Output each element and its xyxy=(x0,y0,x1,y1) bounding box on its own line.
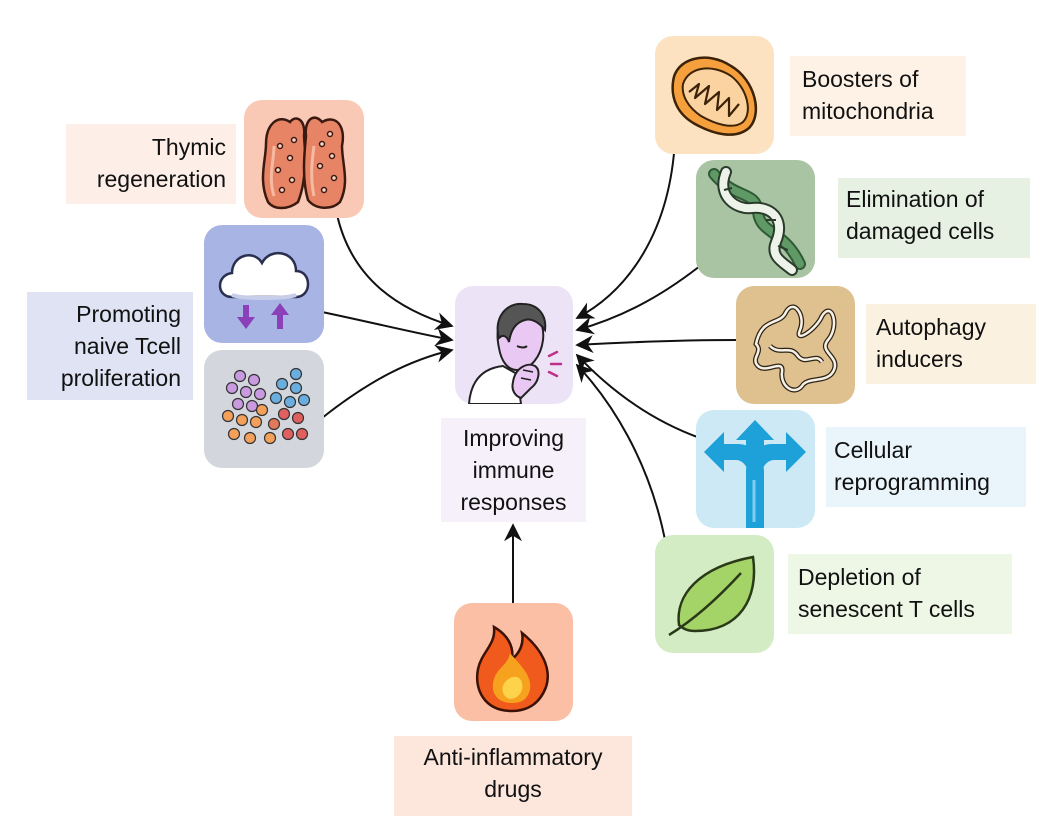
label-naive-tcell-proliferation: Promoting naive Tcell proliferation xyxy=(27,292,193,400)
tile-naive-cloud xyxy=(204,225,324,343)
label-line: Elimination of xyxy=(846,186,985,212)
label-line: reprogramming xyxy=(834,469,990,495)
arrow-naive-bottom xyxy=(321,345,454,419)
label-line: naive Tcell xyxy=(74,333,181,359)
mitochondria-icon xyxy=(671,56,758,136)
label-depletion-of-senescent-t-cells: Depletion of senescent T cells xyxy=(788,554,1012,634)
cloud-icon xyxy=(218,251,310,329)
label-line: Promoting xyxy=(76,301,181,327)
tile-anti-inflammatory xyxy=(454,603,573,721)
tile-reprogramming xyxy=(696,410,815,528)
arrow-elim xyxy=(575,261,706,335)
label-line: senescent T cells xyxy=(798,596,975,622)
thymus-icon xyxy=(261,116,347,210)
label-line: responses xyxy=(460,489,567,515)
label-line: Thymic xyxy=(151,134,226,160)
label-line: Improving xyxy=(463,425,564,451)
tile-mitochondria xyxy=(655,36,774,154)
label-elimination-of-damaged-cells: Elimination of damaged cells xyxy=(838,178,1030,258)
label-line: drugs xyxy=(484,776,542,802)
label-line: Depletion of xyxy=(798,564,921,590)
diverging-arrows-icon xyxy=(704,420,806,528)
label-line: Autophagy xyxy=(876,314,986,340)
label-autophagy-inducers: Autophagy inducers xyxy=(866,304,1036,384)
tile-dna xyxy=(696,160,815,278)
arrow-naive-top xyxy=(321,311,454,346)
label-line: inducers xyxy=(876,346,963,372)
arrow-reprog xyxy=(575,353,701,439)
tile-center-person xyxy=(455,286,573,404)
label-line: Cellular xyxy=(834,437,912,463)
tile-naive-cells xyxy=(204,350,324,468)
label-anti-inflammatory-drugs: Anti-inflammatory drugs xyxy=(394,736,632,816)
label-line: mitochondria xyxy=(802,98,934,124)
tile-autophagy xyxy=(736,286,855,404)
label-line: damaged cells xyxy=(846,218,995,244)
label-line: immune xyxy=(472,457,555,483)
arrow-mito xyxy=(575,139,676,319)
arrow-deplete xyxy=(575,363,667,546)
person-coughing-icon xyxy=(467,302,563,404)
label-thymic-regeneration: Thymic regeneration xyxy=(66,124,236,204)
leaf-icon xyxy=(668,555,756,637)
label-boosters-of-mitochondria: Boosters of mitochondria xyxy=(790,56,966,136)
label-cellular-reprogramming: Cellular reprogramming xyxy=(826,427,1026,507)
cells-icon xyxy=(221,367,311,445)
label-line: Boosters of xyxy=(802,66,919,92)
arrow-auto xyxy=(575,335,739,354)
label-line: Anti-inflammatory xyxy=(423,744,603,770)
label-line: regeneration xyxy=(96,166,226,192)
dna-helix-icon xyxy=(708,166,806,276)
label-line: proliferation xyxy=(60,365,181,391)
protein-structure-icon xyxy=(752,304,838,393)
tile-leaf xyxy=(655,535,774,653)
flame-icon xyxy=(475,624,549,713)
label-center-improving-immune-responses: Improving immune responses xyxy=(441,418,586,522)
arrow-thymic xyxy=(335,209,454,330)
tile-thymic xyxy=(244,100,364,218)
